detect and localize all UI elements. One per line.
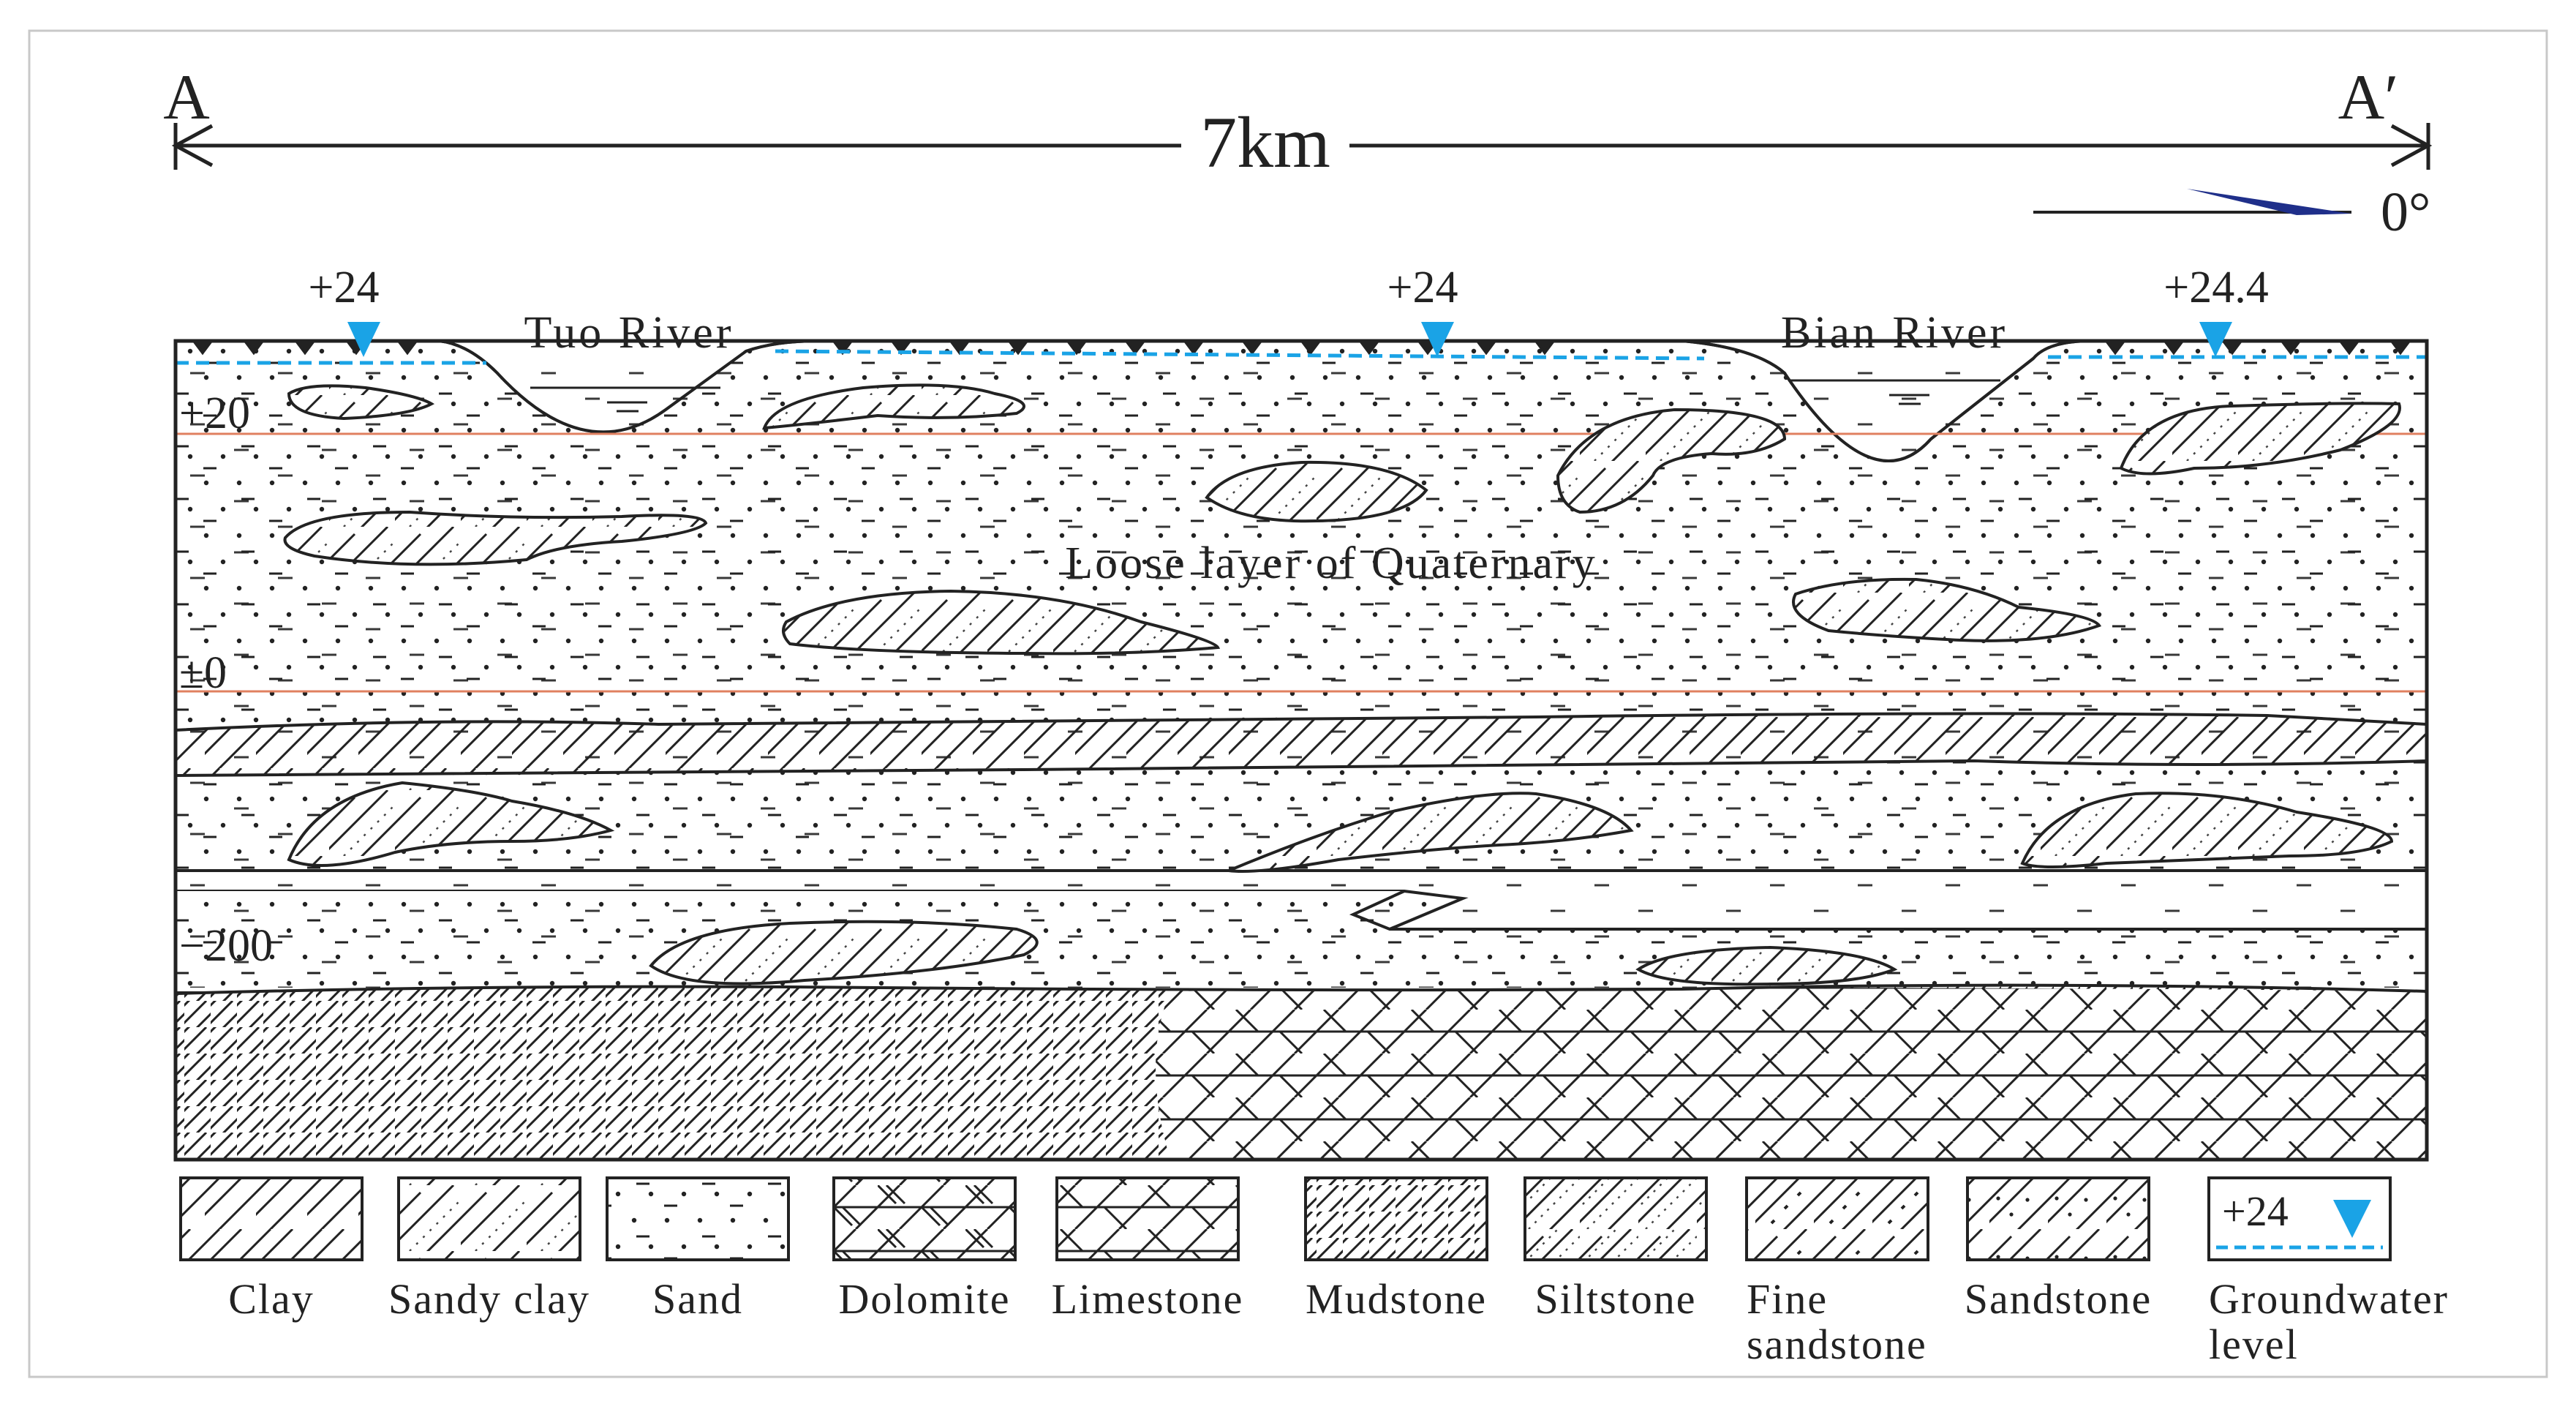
legend-label-dolomite: Dolomite [838,1275,1010,1323]
legend-groundwater-value: +24 [2222,1187,2289,1235]
legend-swatch-mudstone [1304,1176,1488,1261]
section-body [173,339,2429,1162]
water-level-marker-3-icon [2199,322,2232,357]
legend-label-sandstone: Sandstone [1965,1275,2152,1323]
legend-label-siltstone: Siltstone [1534,1275,1696,1323]
legend-item-mudstone: Mudstone [1304,1176,1488,1323]
section-header: A A′ 7km [163,62,2433,183]
legend-swatch-limestone [1055,1176,1240,1261]
bedrock-top-contact [175,983,2428,995]
water-level-label-3: +24.4 [2163,263,2268,312]
groundwater-lines [176,349,2427,365]
water-level-marker-2-icon [1421,322,1454,357]
distance-label: 7km [1200,102,1330,183]
legend-item-clay: Clay [179,1176,364,1323]
elevation-label-0: ±0 [179,648,227,698]
water-level-marker-1-icon [347,322,380,357]
legend-swatch-sand [606,1176,790,1261]
quaternary-layer-label: Loose layer of Quaternary [1065,538,1597,588]
legend-item-sand: Sand [606,1176,790,1323]
legend-item-sandstone: Sandstone [1965,1176,2152,1323]
legend-item-siltstone: Siltstone [1524,1176,1708,1323]
legend-groundwater-marker-icon [2333,1200,2371,1238]
legend-label-sand: Sand [652,1275,743,1323]
section-frame [173,339,2429,1162]
legend-swatch-clay [179,1176,364,1261]
elevation-label-20: +20 [179,388,250,438]
legend: Clay Sandy clay Sand Dolomite Limestone Mudst… [179,1176,2449,1368]
legend-label-fine-sandstone-line1: Fine [1747,1275,1828,1323]
orientation-indicator: 0° [2033,181,2430,243]
legend-label-groundwater-line1: Groundwater [2209,1275,2449,1323]
elevation-label-neg200: −200 [179,921,273,971]
endpoint-start-label: A [163,62,210,133]
orientation-label: 0° [2381,181,2430,243]
sand-dashes [176,366,2427,988]
legend-item-limestone: Limestone [1052,1176,1244,1323]
tuo-river-label: Tuo River [524,308,734,358]
legend-item-dolomite: Dolomite [832,1176,1017,1323]
legend-label-sandy-clay: Sandy clay [388,1275,590,1323]
legend-swatch-siltstone [1524,1176,1708,1261]
north-arrow-icon [2187,189,2351,215]
bedrock-limestone [1156,988,2427,1160]
bian-river-label: Bian River [1781,308,2008,358]
water-level-label-2: +24 [1387,263,1458,312]
legend-swatch-fine-sandstone [1745,1176,1929,1261]
sandy-clay-lenses [283,383,2401,986]
legend-label-fine-sandstone-line2: sandstone [1747,1321,1927,1368]
water-level-label-1: +24 [309,263,380,312]
legend-item-sandy-clay: Sandy clay [388,1176,590,1323]
legend-swatch-sandstone [1966,1176,2150,1261]
endpoint-end-label: A′ [2338,62,2399,133]
legend-label-mudstone: Mudstone [1306,1275,1487,1323]
legend-label-groundwater-line2: level [2209,1321,2299,1368]
legend-swatch-dolomite [832,1176,1017,1261]
legend-label-limestone: Limestone [1052,1275,1244,1323]
section-labels: +24 +24 +24.4 Tuo River Bian River Loose… [179,263,2269,971]
legend-swatch-sandy-clay [397,1176,581,1261]
outer-frame [28,29,2548,1378]
legend-label-clay: Clay [228,1275,315,1323]
